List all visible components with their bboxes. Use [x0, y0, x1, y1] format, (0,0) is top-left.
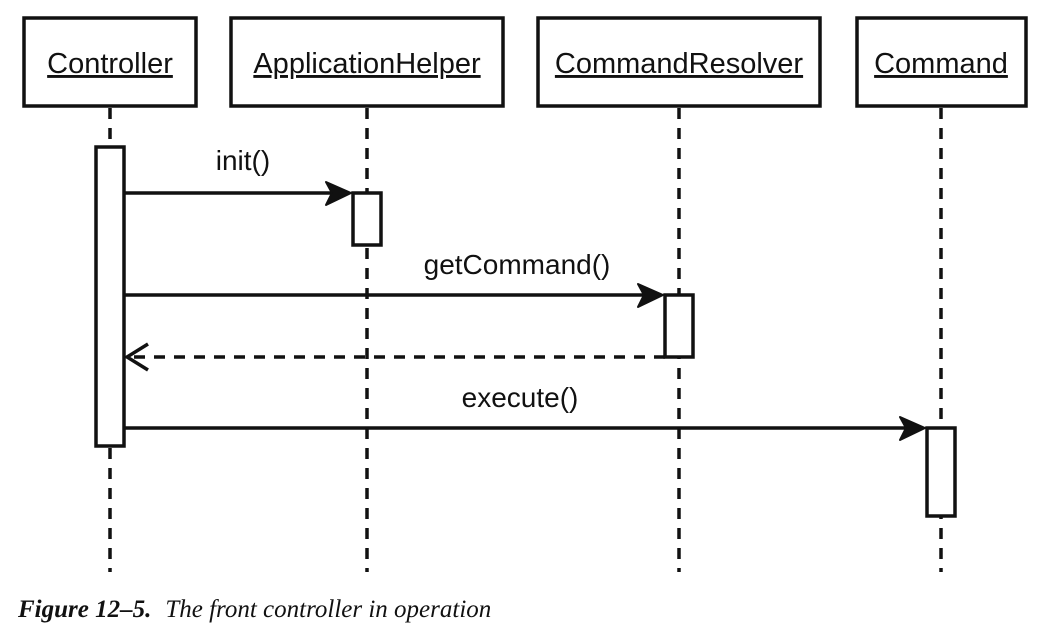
message-get-command: getCommand() [124, 249, 664, 308]
arrowhead-get-command [637, 283, 664, 308]
activation-command-resolver [663, 293, 695, 359]
arrowhead-return [123, 342, 149, 372]
activation-command [925, 426, 957, 518]
arrowhead-execute [899, 416, 926, 441]
object-command-resolver-label: CommandResolver [555, 48, 804, 80]
object-application-helper: ApplicationHelper [229, 16, 505, 108]
message-init: init() [124, 145, 352, 206]
object-command-resolver: CommandResolver [536, 16, 822, 108]
object-application-helper-label: ApplicationHelper [253, 48, 481, 80]
message-execute: execute() [124, 382, 926, 441]
message-init-label: init() [216, 145, 270, 176]
message-get-command-return [123, 342, 665, 372]
figure-caption: Figure 12–5. The front controller in oper… [18, 596, 1018, 624]
object-command-label: Command [874, 48, 1008, 80]
object-controller-label: Controller [47, 48, 173, 80]
figure-number: Figure 12–5. [18, 596, 152, 623]
activation-application-helper [351, 191, 383, 247]
activation-controller [94, 145, 126, 448]
message-execute-label: execute() [462, 382, 579, 413]
message-get-command-label: getCommand() [424, 249, 611, 280]
arrowhead-init [325, 181, 352, 206]
object-controller: Controller [22, 16, 198, 108]
object-command: Command [855, 16, 1028, 108]
figure-title: The front controller in operation [165, 596, 492, 623]
